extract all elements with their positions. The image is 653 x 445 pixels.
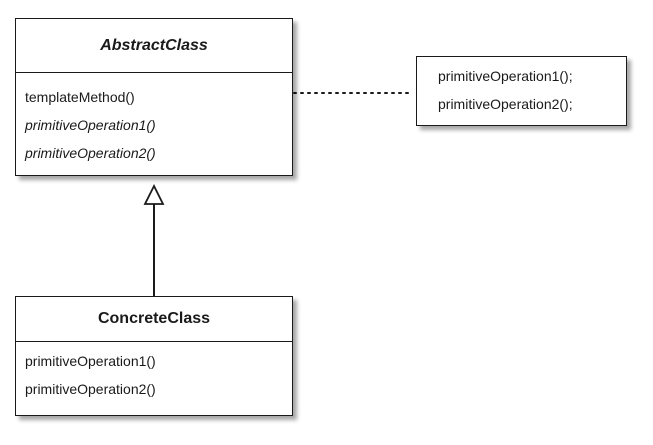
- abstract-class-operations: templateMethod() primitiveOperation1() p…: [16, 73, 292, 167]
- implementation-note-box: primitiveOperation1(); primitiveOperatio…: [416, 56, 627, 126]
- abstract-class-name: AbstractClass: [16, 19, 292, 73]
- concrete-op-primitive-1: primitiveOperation1(): [25, 353, 156, 369]
- note-line-2: primitiveOperation2();: [438, 96, 573, 112]
- concrete-op-primitive-2: primitiveOperation2(): [25, 381, 156, 397]
- concrete-class-name: ConcreteClass: [16, 297, 292, 342]
- abstract-op-template-method: templateMethod(): [25, 89, 135, 105]
- note-line-1: primitiveOperation1();: [438, 68, 573, 84]
- inheritance-arrowhead: [143, 183, 165, 205]
- abstract-op-primitive-1: primitiveOperation1(): [25, 117, 156, 133]
- abstract-op-primitive-2: primitiveOperation2(): [25, 145, 156, 161]
- concrete-class-box: ConcreteClass primitiveOperation1() prim…: [15, 296, 293, 416]
- abstract-class-box: AbstractClass templateMethod() primitive…: [15, 18, 293, 176]
- concrete-class-operations: primitiveOperation1() primitiveOperation…: [16, 342, 292, 403]
